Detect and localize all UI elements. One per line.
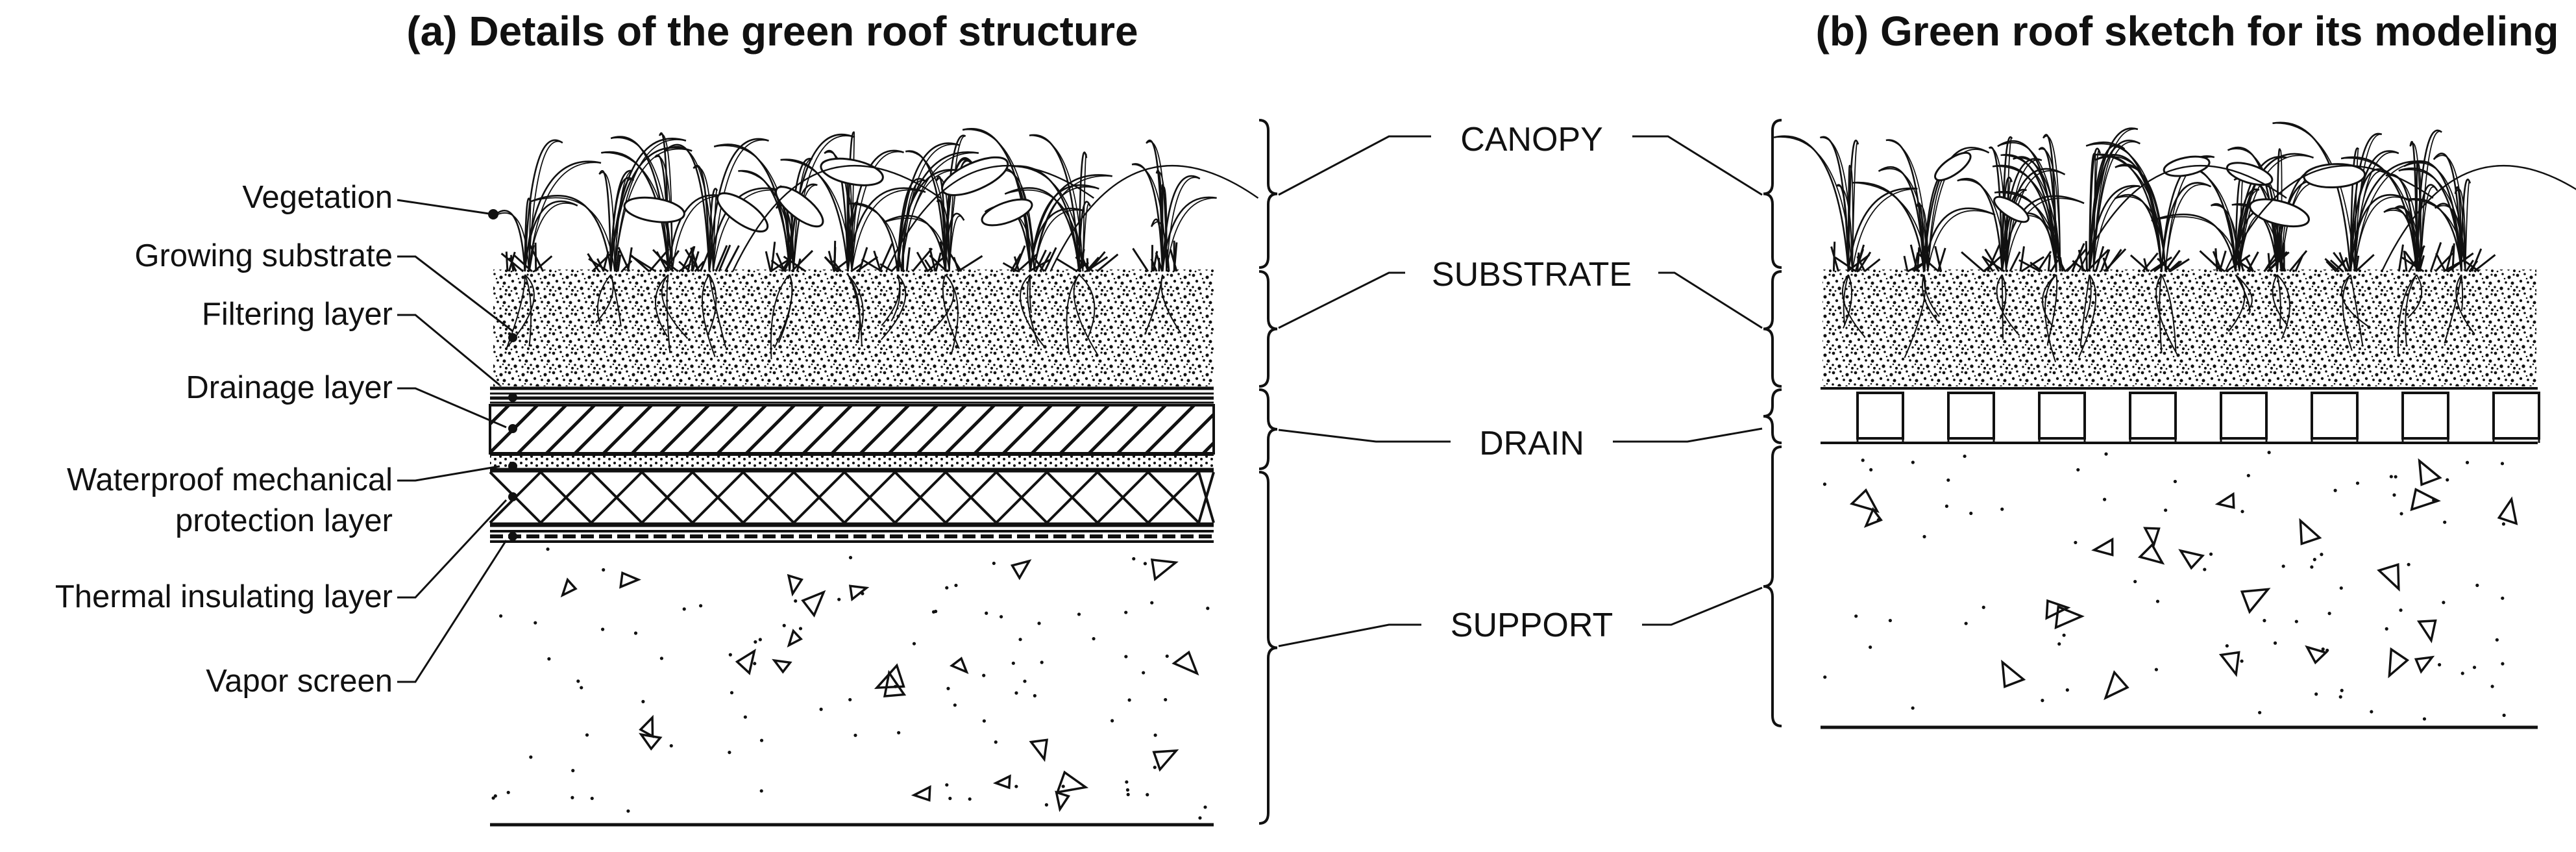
zone-braces-left: [1259, 120, 1277, 823]
zone-braces-right: [1763, 120, 1782, 726]
thermal-insulating-layer: [490, 472, 1214, 523]
drainage-layer: [490, 405, 1214, 453]
label-vegetation: Vegetation: [242, 180, 393, 215]
zone-labels: CANOPY SUBSTRATE DRAIN SUPPORT: [1432, 121, 1632, 644]
label-growing-substrate: Growing substrate: [134, 238, 393, 273]
zone-connector-lines: [1279, 136, 1762, 646]
model-substrate-layer: [1822, 269, 2536, 386]
zone-drain: DRAIN: [1479, 425, 1584, 462]
model-support: [1823, 451, 2516, 721]
model-drain-cells: [1858, 393, 2539, 443]
zone-support: SUPPORT: [1451, 607, 1613, 644]
right-model-sketch: [1774, 123, 2576, 727]
label-waterproof-line2: protection layer: [175, 503, 393, 538]
layer-labels: Vegetation Growing substrate Filtering l…: [55, 180, 393, 699]
vapor-screen-layer: [490, 531, 1214, 542]
support-concrete: [491, 547, 1209, 820]
zone-canopy: CANOPY: [1460, 121, 1603, 158]
filtering-layer: [490, 388, 1214, 403]
label-drainage-layer: Drainage layer: [186, 370, 393, 405]
label-waterproof-line1: Waterproof mechanical: [67, 462, 393, 497]
label-vapor-screen: Vapor screen: [206, 664, 393, 699]
left-structure: [490, 129, 1258, 825]
label-filtering-layer: Filtering layer: [202, 297, 393, 332]
waterproof-protection-layer: [490, 455, 1214, 469]
left-title: (a) Details of the green roof structure: [406, 8, 1138, 55]
label-thermal-insulating: Thermal insulating layer: [55, 579, 393, 614]
zone-substrate: SUBSTRATE: [1432, 256, 1632, 294]
right-title: (b) Green roof sketch for its modeling: [1816, 8, 2559, 55]
